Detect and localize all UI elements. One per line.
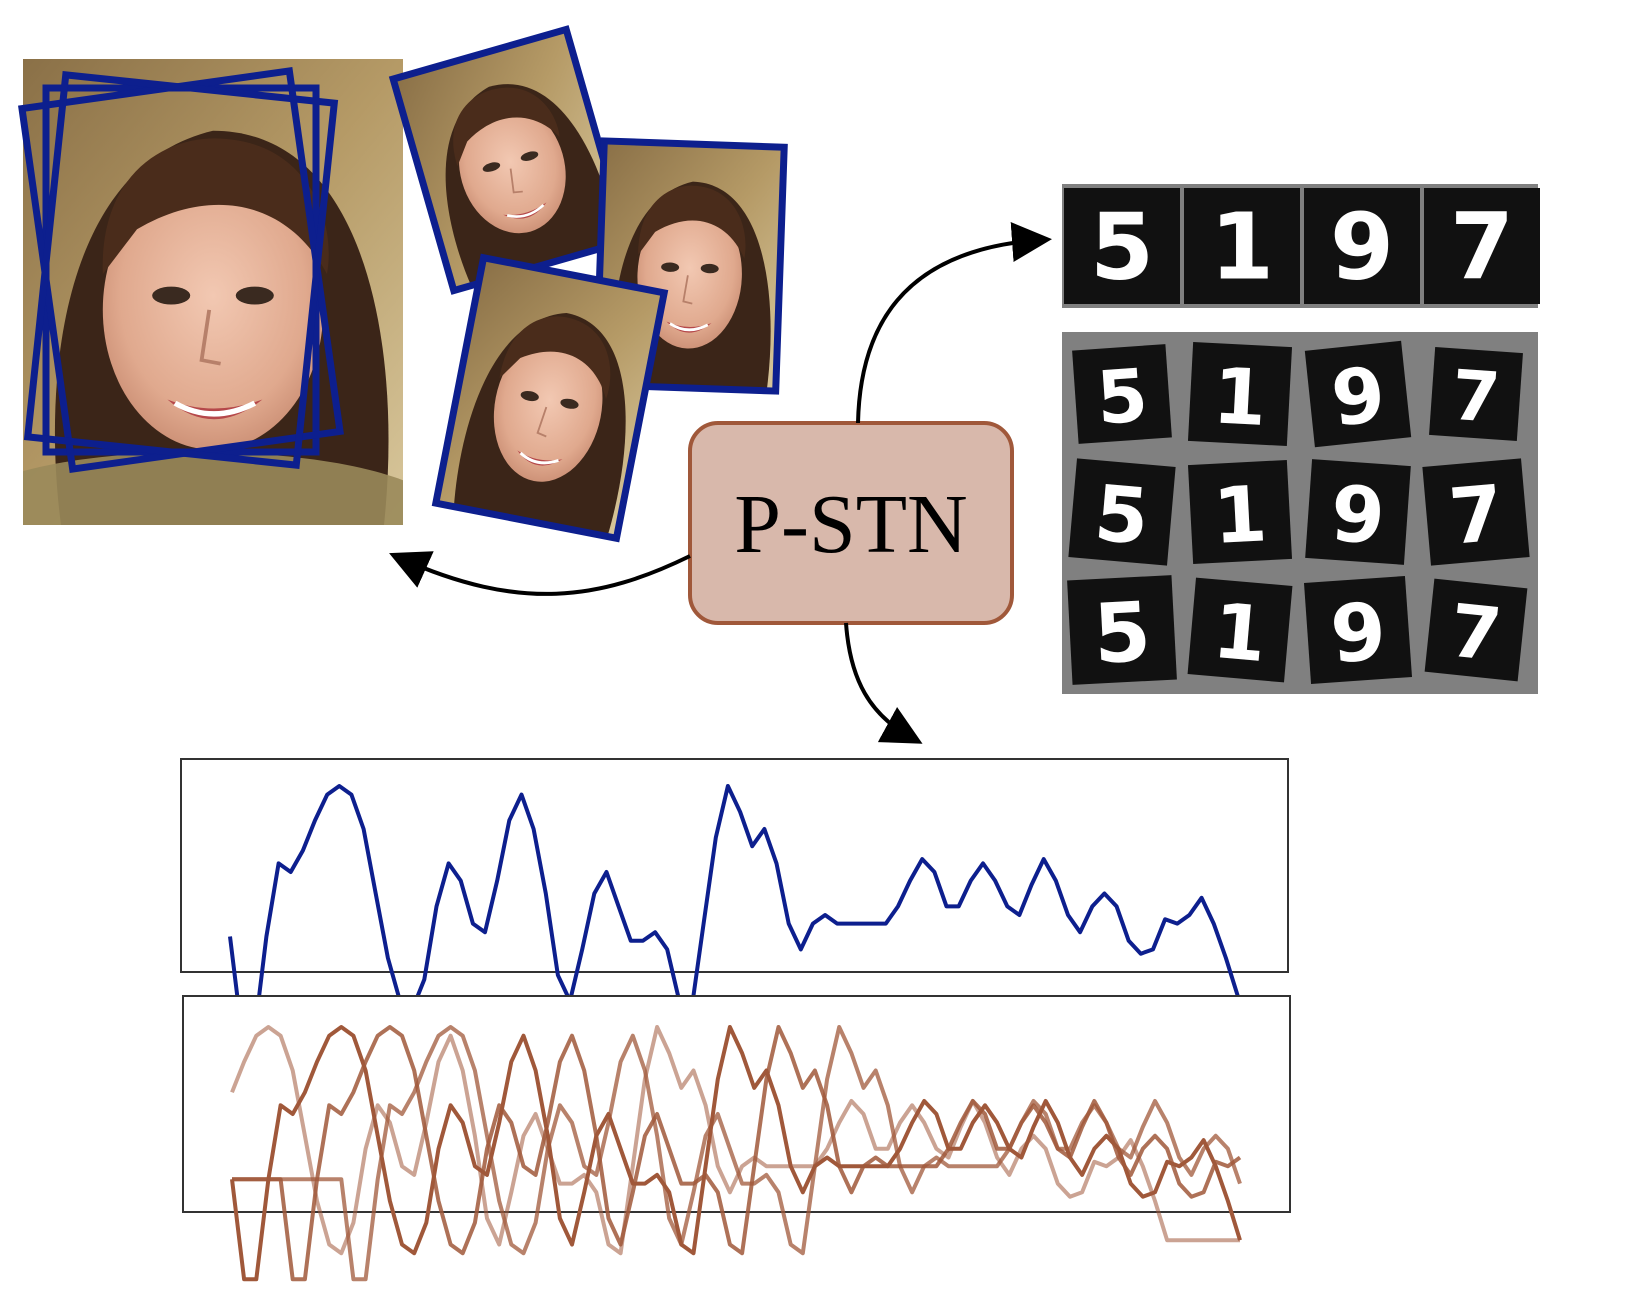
mnist-grid-digit-cell: 7 (1429, 347, 1523, 441)
arrow-to-signals (844, 622, 923, 744)
mnist-digit: 1 (1210, 193, 1274, 300)
mnist-grid-digit-cell: 1 (1187, 341, 1293, 447)
mnist-grid-digit-cell: 5 (1072, 344, 1172, 444)
mnist-digit: 5 (1091, 585, 1153, 683)
mnist-top-digit-cell: 5 (1064, 188, 1180, 304)
mnist-grid-digit-cell: 1 (1187, 459, 1293, 565)
signal-transformed-line (230, 1025, 1240, 1256)
mnist-grid-digit-cell: 9 (1303, 575, 1413, 685)
mnist-top-digit-cell: 7 (1424, 188, 1540, 304)
mnist-digit: 5 (1094, 353, 1151, 441)
arrows (389, 222, 1052, 744)
mnist-digit: 5 (1091, 470, 1152, 563)
mnist-digit: 7 (1449, 356, 1502, 439)
signal-original-line (228, 784, 1240, 1038)
signal-panel-original (180, 758, 1289, 1038)
signal-transformed-line (232, 1025, 1242, 1282)
mnist-digit: 1 (1211, 352, 1269, 444)
mnist-digit: 5 (1090, 193, 1154, 300)
face-crop-2 (592, 137, 788, 395)
mnist-grid-digit-cell: 9 (1304, 340, 1412, 448)
arrow-to-mnist (856, 222, 1052, 424)
mnist-grid-digit-cell: 1 (1187, 577, 1293, 683)
mnist-top-digit-cell: 9 (1304, 188, 1420, 304)
mnist-digit: 7 (1450, 193, 1514, 300)
mnist-digit: 1 (1210, 586, 1270, 679)
face-crop-1 (388, 25, 632, 295)
mnist-digit: 1 (1211, 470, 1269, 562)
mnist-digit: 7 (1446, 589, 1505, 679)
pstn-label: P-STN (734, 478, 967, 571)
mnist-digit: 9 (1330, 193, 1394, 300)
mnist-digit: 9 (1328, 470, 1388, 563)
mnist-digit: 7 (1446, 470, 1507, 563)
mnist-grid-digit-cell: 9 (1305, 459, 1411, 565)
signal-transformed-line (232, 1025, 1242, 1282)
mnist-grid-digit-cell: 7 (1424, 578, 1528, 682)
mnist-grid-digit-cell: 5 (1068, 458, 1176, 566)
transform-box-2 (18, 67, 344, 473)
signal-transformed-line (230, 1025, 1242, 1282)
mnist-digit: 9 (1328, 586, 1389, 682)
mnist-grid-digit-cell: 5 (1067, 575, 1177, 685)
pstn-node: P-STN (688, 421, 1014, 625)
transform-box-3 (23, 71, 339, 469)
transform-boxes (18, 67, 344, 473)
mnist-top-digit-cell: 1 (1184, 188, 1300, 304)
arrow-to-faces (389, 551, 691, 596)
signal-panel-transformed (182, 995, 1291, 1282)
face-crop-3 (431, 253, 669, 543)
mnist-digit: 9 (1327, 350, 1389, 444)
mnist-grid-digit-cell: 7 (1422, 458, 1530, 566)
face-image-large (23, 59, 403, 525)
